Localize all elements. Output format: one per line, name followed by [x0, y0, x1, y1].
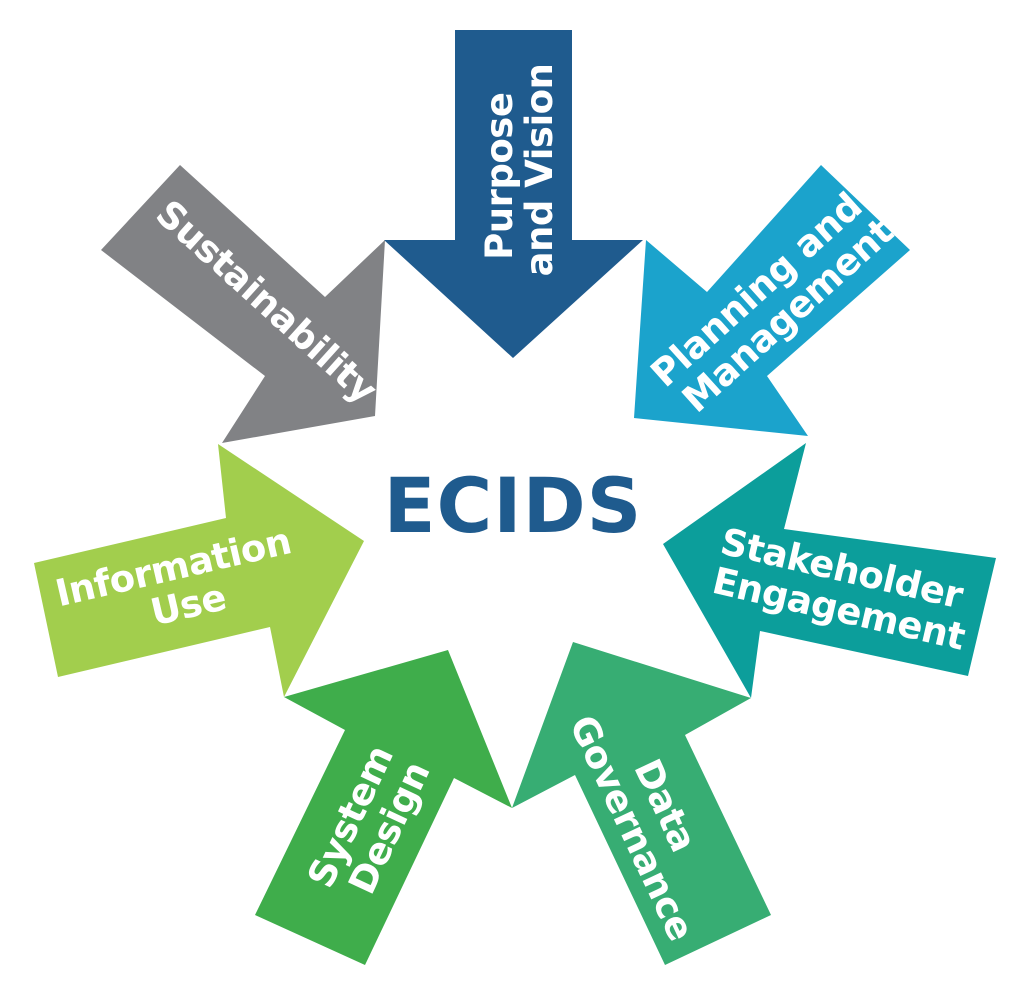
arrow-data-governance-shape [512, 642, 771, 965]
arrow-information-use-shape [34, 444, 364, 697]
arrow-sustainability: Sustainability [101, 165, 385, 443]
arrow-sustainability-shape [101, 165, 385, 443]
arrow-planning-management-shape [634, 165, 910, 436]
arrow-system-design: System Design [255, 650, 512, 965]
arrow-purpose-vision-shape [384, 30, 643, 358]
arrow-planning-management: Planning and Management [634, 165, 910, 436]
arrow-stakeholder-engagement: Stakeholder Engagement [663, 443, 996, 698]
arrow-stakeholder-engagement-shape [663, 443, 996, 698]
arrow-system-design-shape [255, 650, 512, 965]
arrow-information-use: Information Use [34, 444, 364, 697]
arrow-purpose-vision-label: Purpose and Vision [478, 64, 561, 277]
center-label: ECIDS [384, 461, 643, 550]
arrow-purpose-vision: Purpose and Vision [384, 30, 643, 358]
arrow-data-governance: Data Governance [512, 642, 771, 965]
